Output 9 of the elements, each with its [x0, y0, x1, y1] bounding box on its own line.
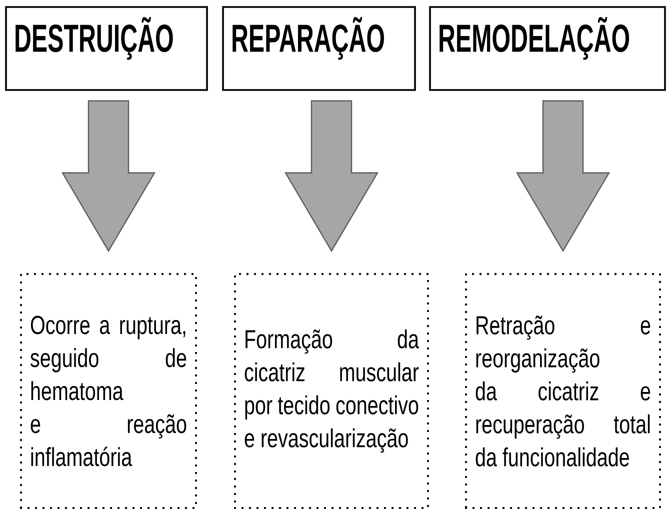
block-arrow: [516, 100, 610, 252]
title-box: REPARAÇÃO: [222, 6, 416, 91]
title-box: REMODELAÇÃO: [429, 6, 666, 91]
block-arrow: [284, 100, 379, 252]
dotted-text-box: Formação da cicatriz muscular por tecido conectivo e revascularização: [234, 272, 430, 509]
title-box: DESTRUIÇÃO: [5, 6, 208, 91]
block-arrow: [61, 100, 156, 252]
dotted-text-box: Retração e reorganização da cicatriz e recuperação total da funcionalidade: [464, 272, 662, 509]
dotted-text-box: Ocorre a ruptura, seguido de hematoma e reação inflamatória: [20, 272, 198, 509]
